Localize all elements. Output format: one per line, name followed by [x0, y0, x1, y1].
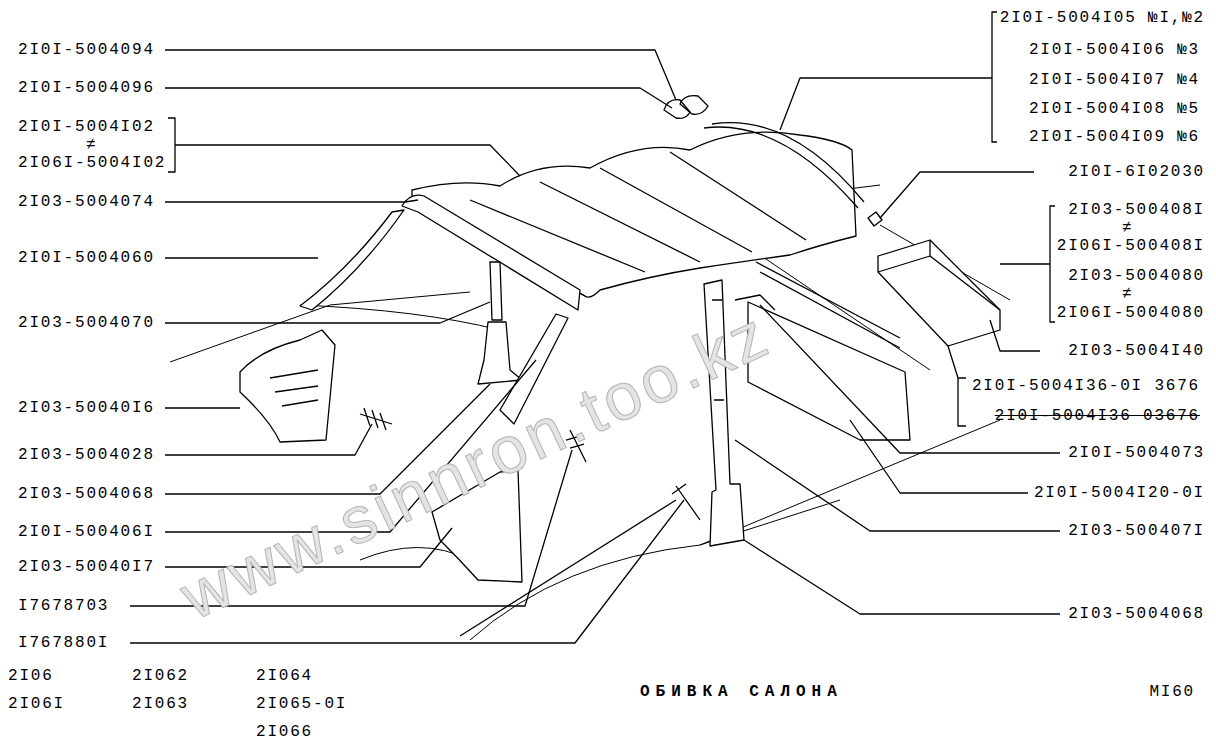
- part-number: 2I03-5004068: [1068, 605, 1205, 623]
- model-code: 2I066: [256, 723, 313, 741]
- part-number: 2I0I-5004I07 №4: [1029, 71, 1200, 89]
- part-number: 2I03-5004I40: [1068, 342, 1205, 360]
- model-code: 2I06I: [8, 695, 65, 713]
- part-number: 2I0I-5004I06 №3: [1029, 41, 1200, 59]
- part-number: 2I0I-6I02030: [1068, 163, 1205, 181]
- part-number: ≠: [1122, 219, 1133, 237]
- part-number: 2I06I-5004I02: [18, 154, 166, 172]
- part-number: 2I0I-5004I36-0I 3676: [972, 377, 1200, 395]
- part-number: 2I03-500407I: [1068, 522, 1205, 540]
- part-number: 2I0I-5004I20-0I: [1034, 484, 1205, 502]
- watermark: www.sinnron.too.kz: [169, 295, 782, 635]
- part-number: 2I03-500408I: [1068, 201, 1205, 219]
- part-number: 2I0I-5004096: [18, 79, 155, 97]
- part-number: ≠: [1122, 285, 1133, 303]
- part-number: 2I0I-5004094: [18, 41, 155, 59]
- part-number: MI60: [1149, 683, 1195, 701]
- model-code: 2I06: [8, 667, 54, 685]
- part-number: 2I0I-5004I08 №5: [1029, 100, 1200, 118]
- part-number: 2I03-5004070: [18, 314, 155, 332]
- part-number: 2I03-5004080: [1068, 267, 1205, 285]
- part-number: 2I0I-500406I: [18, 523, 155, 541]
- part-number: 2I0I-5004I02: [18, 118, 155, 136]
- model-code: 2I064: [256, 667, 313, 685]
- part-number: 2I0I-5004I36 03676: [995, 407, 1200, 425]
- model-code: 2I063: [132, 695, 189, 713]
- part-number: I767880I: [18, 634, 109, 652]
- model-code: 2I065-0I: [256, 695, 347, 713]
- part-number: 2I0I-5004060: [18, 249, 155, 267]
- part-number: 2I0I-5004I05 №I,№2: [1000, 9, 1205, 27]
- part-number: 2I03-50040I6: [18, 399, 155, 417]
- part-number: I7678703: [18, 597, 109, 615]
- part-number: ≠: [86, 136, 97, 154]
- part-number: 2I03-5004028: [18, 446, 155, 464]
- part-number: 2I06I-500408I: [1057, 237, 1205, 255]
- part-number: 2I06I-5004080: [1057, 304, 1205, 322]
- part-number: 2I03-5004074: [18, 193, 155, 211]
- part-number: 2I0I-5004I09 №6: [1029, 128, 1200, 146]
- model-code: 2I062: [132, 667, 189, 685]
- page-title: ОБИВКА САЛОНА: [640, 683, 843, 701]
- part-number: 2I03-50040I7: [18, 558, 155, 576]
- part-number: 2I0I-5004073: [1068, 444, 1205, 462]
- part-number: 2I03-5004068: [18, 485, 155, 503]
